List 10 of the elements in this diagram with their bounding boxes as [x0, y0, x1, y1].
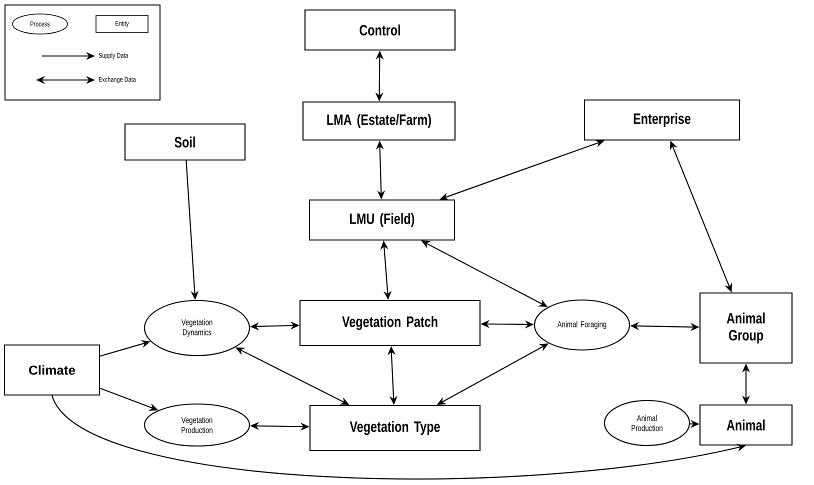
entity-box: LMA (Estate/Farm) [302, 101, 456, 141]
entity-box: Enterprise [584, 99, 740, 141]
entity-box: Climate [4, 344, 100, 396]
entity-box: Control [304, 9, 456, 51]
entity-box: Animal [699, 404, 793, 446]
entity-box: Vegetation Patch [299, 300, 481, 346]
entity-box: LMU (Field) [308, 199, 456, 241]
entity-box: Animal Group [699, 292, 793, 364]
entity-box: Soil [124, 123, 246, 161]
entity-box: Vegetation Type [309, 404, 481, 452]
